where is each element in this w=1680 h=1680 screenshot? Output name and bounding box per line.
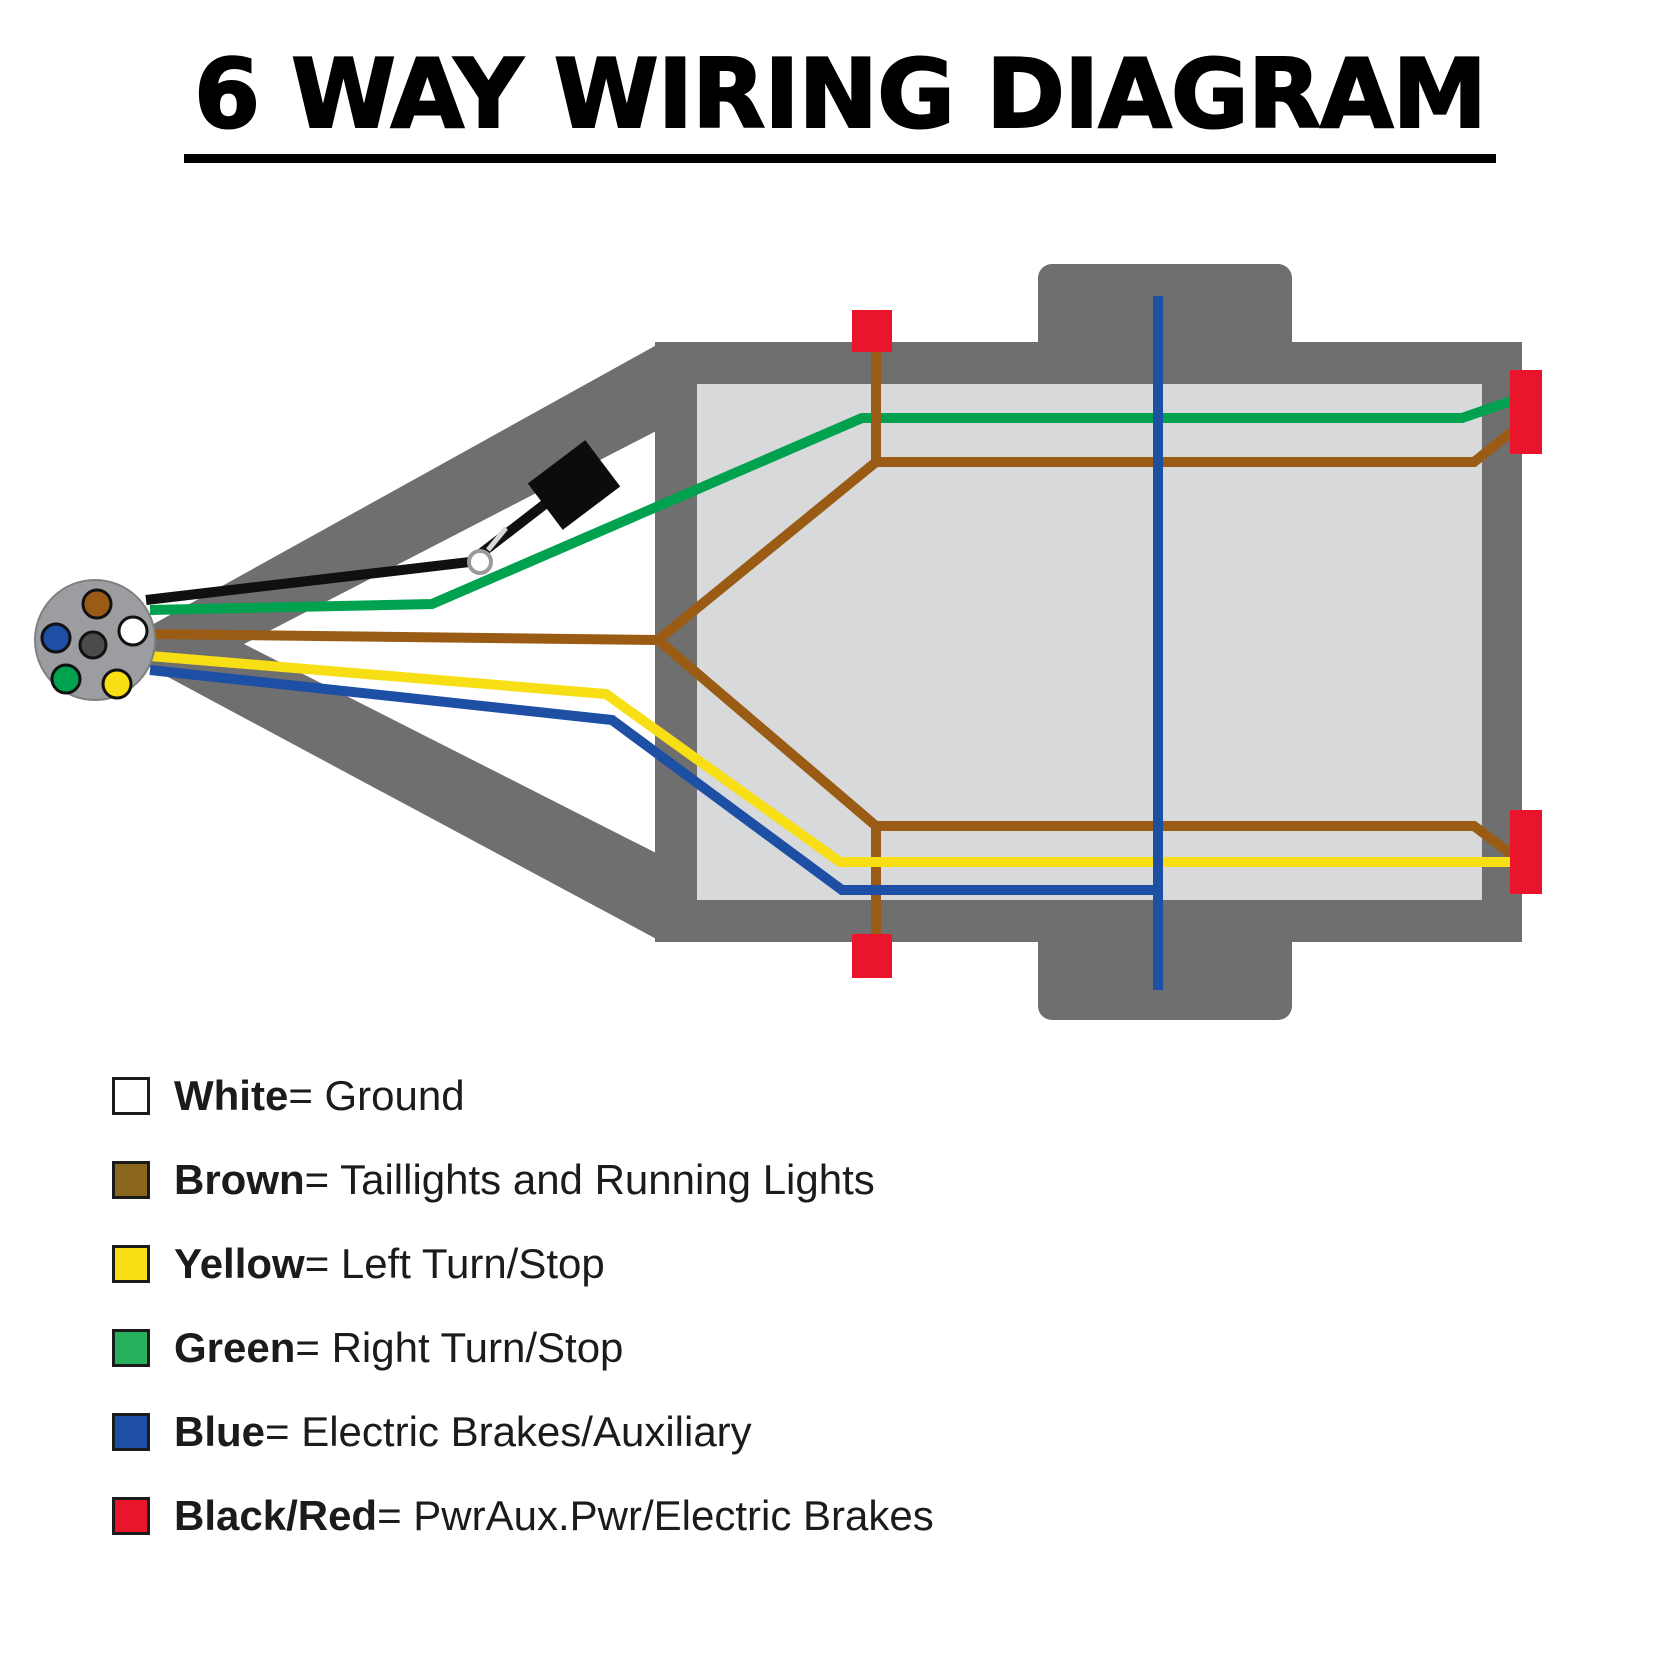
wiring-diagram	[34, 264, 1542, 1020]
legend-color-name: Black/Red	[174, 1492, 378, 1539]
legend-text: White= Ground	[174, 1072, 465, 1120]
legend-description: = Left Turn/Stop	[304, 1240, 605, 1287]
white-swatch	[112, 1077, 150, 1115]
pin-blue	[40, 622, 72, 654]
legend-text: Green= Right Turn/Stop	[174, 1324, 623, 1372]
brown-wire	[149, 346, 1518, 940]
pin-yellow	[101, 668, 133, 700]
legend-text: Brown= Taillights and Running Lights	[174, 1156, 875, 1204]
breakaway-switch-box	[527, 440, 621, 530]
legend-color-name: Yellow	[174, 1240, 305, 1287]
pin-white	[117, 615, 149, 647]
red-swatch	[112, 1497, 150, 1535]
blue-wire	[149, 296, 1163, 990]
top-crossmember	[1038, 264, 1292, 360]
legend-item-white: White= Ground	[112, 1072, 934, 1120]
pin-brown	[81, 588, 113, 620]
blue-swatch	[112, 1413, 150, 1451]
legend-text: Black/Red= PwrAux.Pwr/Electric Brakes	[174, 1492, 934, 1540]
legend-item-brown: Brown= Taillights and Running Lights	[112, 1156, 934, 1204]
legend-item-yellow: Yellow= Left Turn/Stop	[112, 1240, 934, 1288]
rear-right-taillight	[1510, 810, 1542, 894]
legend-item-blue: Blue= Electric Brakes/Auxiliary	[112, 1408, 934, 1456]
trailer-deck	[697, 384, 1482, 900]
breakaway-pin-lanyard	[486, 526, 508, 552]
legend-text: Yellow= Left Turn/Stop	[174, 1240, 605, 1288]
legend-description: = Right Turn/Stop	[295, 1324, 624, 1371]
front-left-light	[852, 310, 892, 352]
yellow-wire	[149, 651, 1512, 867]
legend-description: = Taillights and Running Lights	[304, 1156, 875, 1203]
green-swatch	[112, 1329, 150, 1367]
green-wire	[149, 395, 1516, 615]
legend-color-name: White	[174, 1072, 289, 1119]
title-wrap: 6 WAY WIRING DIAGRAM	[0, 39, 1680, 163]
front-right-light	[852, 934, 892, 978]
bottom-crossmember	[1038, 924, 1292, 1020]
legend-color-name: Blue	[174, 1408, 266, 1455]
legend-color-name: Green	[174, 1324, 296, 1371]
legend-description: = Ground	[288, 1072, 465, 1119]
legend-item-green: Green= Right Turn/Stop	[112, 1324, 934, 1372]
page-title: 6 WAY WIRING DIAGRAM	[183, 39, 1497, 163]
pin-green	[50, 663, 82, 695]
yellow-swatch	[112, 1245, 150, 1283]
marker-lights	[852, 310, 1542, 978]
breakaway-pull-pin	[467, 549, 493, 575]
legend-description: = Electric Brakes/Auxiliary	[265, 1408, 752, 1455]
brown-swatch	[112, 1161, 150, 1199]
legend-text: Blue= Electric Brakes/Auxiliary	[174, 1408, 752, 1456]
rear-left-taillight	[1510, 370, 1542, 454]
pin-center	[78, 630, 108, 660]
legend-description: = PwrAux.Pwr/Electric Brakes	[377, 1492, 934, 1539]
legend-item-black-red: Black/Red= PwrAux.Pwr/Electric Brakes	[112, 1492, 934, 1540]
connector-plug	[34, 579, 156, 701]
legend: White= Ground Brown= Taillights and Runn…	[112, 1072, 934, 1540]
legend-color-name: Brown	[174, 1156, 305, 1203]
breakaway-switch	[467, 440, 621, 575]
